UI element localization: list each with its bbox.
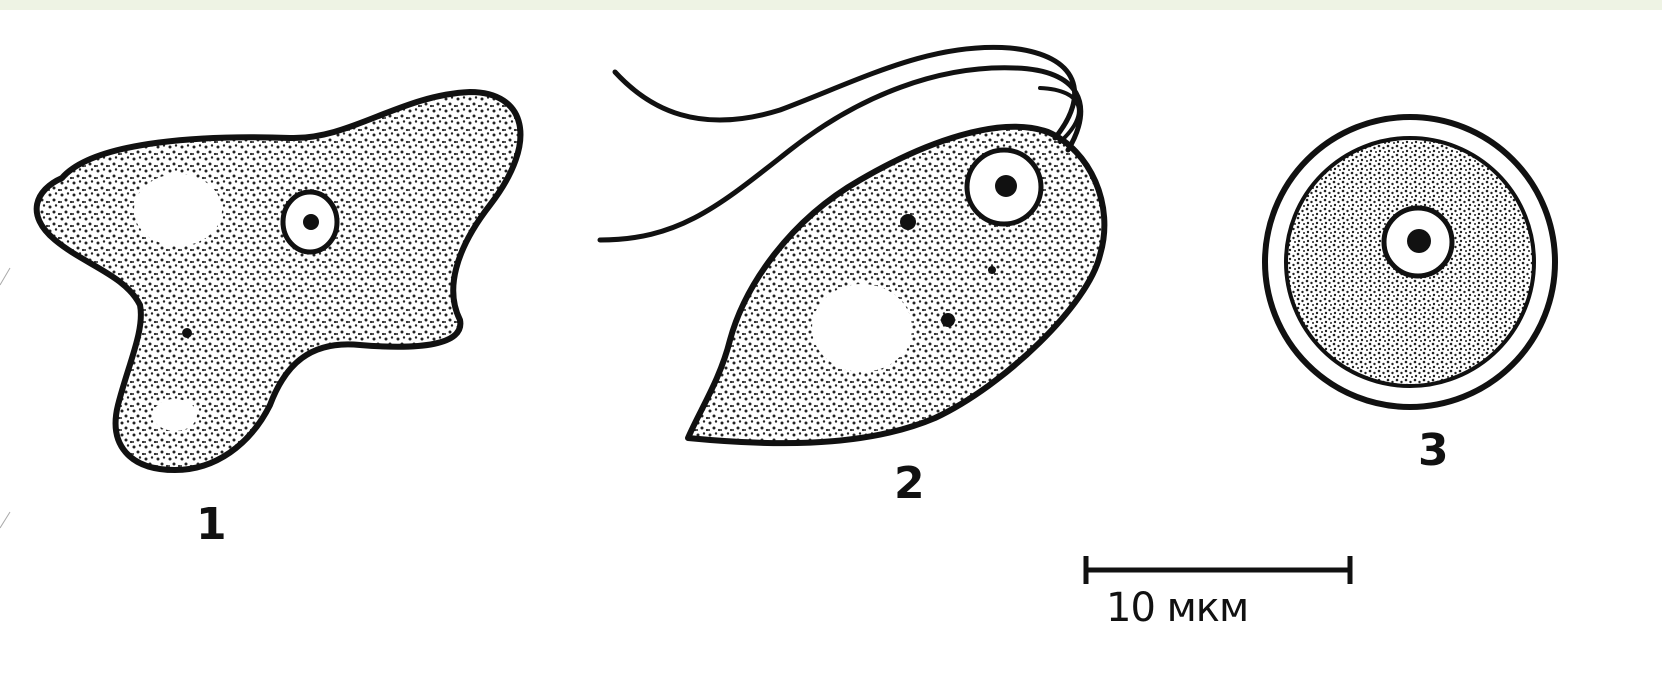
flagellate-granule xyxy=(988,266,996,274)
amoeba-vacuole xyxy=(134,174,222,246)
stage-label-2: 2 xyxy=(894,462,925,506)
amoeba-body xyxy=(37,92,521,470)
amoeba-karyosome xyxy=(303,214,319,230)
top-band xyxy=(0,0,1662,10)
flagellate-body xyxy=(688,127,1104,443)
stage-label-1: 1 xyxy=(196,503,227,547)
cyst xyxy=(1265,117,1555,407)
stage-label-3: 3 xyxy=(1418,429,1449,473)
amoeba-trophozoite xyxy=(37,92,521,470)
flagellate-granule xyxy=(941,313,955,327)
scale-bar xyxy=(1086,556,1350,584)
flagellate-karyosome xyxy=(995,175,1017,197)
flagellate-form xyxy=(600,47,1104,443)
flagellate-granule xyxy=(900,214,916,230)
amoeba-granule xyxy=(182,328,192,338)
amoeba-vacuole-small xyxy=(153,399,197,431)
flagellate-vacuole xyxy=(812,284,912,372)
scale-bar-label: 10 мкм xyxy=(1106,588,1248,628)
edge-mark xyxy=(0,268,10,285)
edge-mark xyxy=(0,512,10,528)
cyst-karyosome xyxy=(1407,229,1431,253)
